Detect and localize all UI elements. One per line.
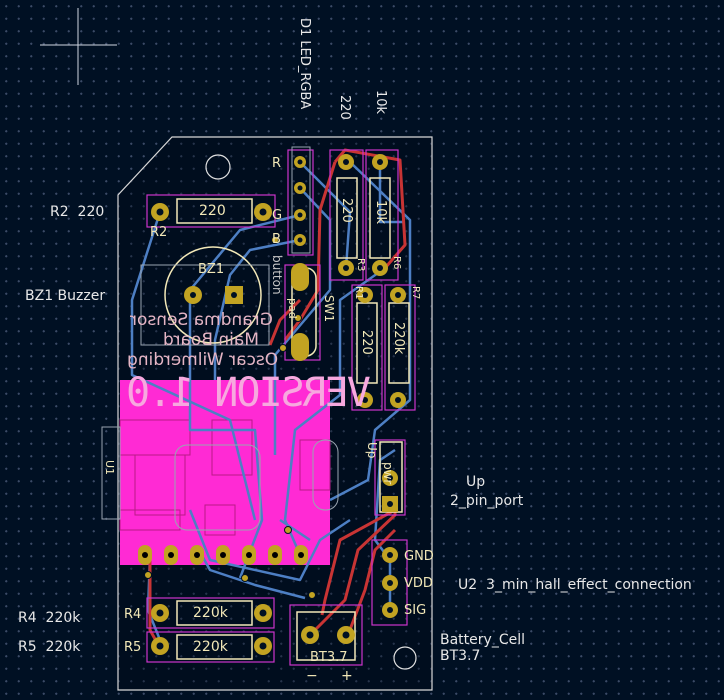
sw1-value: button (270, 255, 284, 295)
u2-pin-gnd: GND (404, 549, 434, 564)
r4-ref: R4 (124, 607, 142, 622)
board-title-line1: Grandma Sensor (130, 310, 273, 330)
r3-value-label: 220 (337, 95, 352, 120)
d1-label: D1 LED_RGBA (297, 18, 312, 110)
bz1-outer-label: BZ1 Buzzer (25, 288, 106, 304)
r2-ref: R2 (150, 225, 168, 240)
r5-outer-label: R5 220k (18, 639, 81, 655)
r4-outer-label: R4 220k (18, 610, 81, 626)
u2-pin-sig: SIG (404, 603, 427, 618)
u2-pin-vdd: VDD (404, 576, 433, 591)
r7-body-label: 220k (391, 322, 406, 355)
r3-ref: R3 (355, 258, 366, 272)
r3-body-label: 220 (339, 198, 354, 223)
copper-zone[interactable] (119, 380, 331, 565)
d1-pin-g: G (272, 208, 283, 223)
pad-holes (156, 159, 401, 650)
crosshair-icon (40, 8, 117, 85)
up-silk: Up (365, 442, 379, 459)
u2-outer-label: U2 3_min_hall_effect_connection (458, 577, 692, 593)
vias (144, 236, 316, 599)
r1-ref: R1 (353, 286, 364, 300)
bt-outer-label2: BT3.7 (440, 648, 481, 664)
bt-silk: BT3.7 (310, 650, 348, 665)
r6-value-label: 10k (373, 90, 388, 115)
r5-ref: R5 (124, 640, 142, 655)
r1-body-label: 220 (359, 330, 374, 355)
sw1-pad-label: pad (286, 298, 299, 319)
bz1-ref: BZ1 (198, 262, 225, 277)
r5-body-label: 220k (193, 639, 228, 655)
fab-layer (101, 146, 339, 531)
up-pin-label: pwr (381, 462, 395, 485)
r2-body-label: 220 (199, 203, 226, 219)
up-outer-label2: 2_pin_port (450, 493, 524, 509)
up-outer-label: Up (466, 474, 486, 490)
r6-body-label: 10k (373, 200, 388, 225)
d1-pin-r: R (272, 156, 282, 171)
r2-outer-label: R2 220 (50, 204, 105, 220)
board-title-line2: Main Board (163, 330, 259, 350)
board-version: VERSION 1.0 (128, 370, 371, 416)
bt-outer-label: Battery_Cell (440, 632, 525, 648)
r4-body-label: 220k (193, 605, 228, 621)
mounting-hole-icon (205, 154, 417, 670)
d1-pin-b: B (272, 232, 281, 247)
r7-ref: R7 (410, 286, 421, 300)
u1-ref: U1 (103, 460, 116, 476)
board-author: Oscar Wilmerding (127, 350, 279, 370)
r6-ref: R6 (391, 256, 402, 270)
sw1-ref: SW1 (322, 295, 336, 323)
bt-minus: − (306, 668, 318, 684)
bt-plus: + (341, 668, 353, 684)
